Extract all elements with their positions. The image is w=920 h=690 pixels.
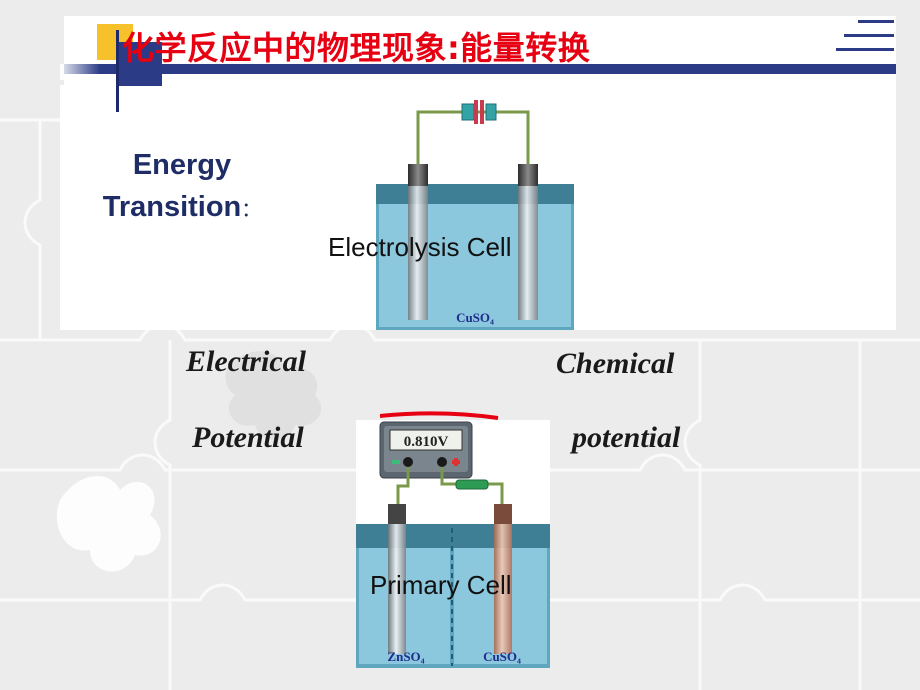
arrow-icon xyxy=(380,411,499,420)
voltmeter-reading: 0.810V xyxy=(404,434,449,450)
electrolysis-cell-diagram: CuSO₄ xyxy=(376,100,574,330)
resistor-icon xyxy=(455,479,489,490)
title-background xyxy=(64,16,896,86)
voltmeter: 0.810V xyxy=(379,421,473,479)
primary-cell-diagram: 0.810V ZnSO₄ CuSO₄ xyxy=(356,420,550,668)
title-accent-line xyxy=(116,30,119,112)
title-bar-fade xyxy=(60,64,100,80)
energy-word: Energy xyxy=(132,149,232,181)
transition-colon: ： xyxy=(241,199,262,221)
primary-cell-caption: Primary Cell xyxy=(370,570,512,600)
electrolysis-solution-label: CuSO₄ xyxy=(456,310,494,325)
electrolysis-cell-caption: Electrolysis Cell xyxy=(328,232,512,262)
potential-term-right: potential xyxy=(572,421,681,454)
menu-lines-icon xyxy=(836,20,894,51)
chemical-term: Chemical xyxy=(556,347,675,380)
battery-icon xyxy=(461,100,497,124)
copper-solution-label: CuSO₄ xyxy=(483,649,521,664)
energy-transition-label: Energy Transition： xyxy=(82,144,282,231)
primary-wire-left xyxy=(396,467,410,506)
electrical-term: Electrical xyxy=(186,345,306,378)
title-underline-bar xyxy=(64,64,896,74)
transition-word: Transition xyxy=(102,191,242,223)
potential-term: Potential xyxy=(192,421,304,454)
slide-title: 化学反应中的物理现象:能量转换 xyxy=(122,29,591,67)
transition-line: Transition： xyxy=(82,186,282,231)
zinc-solution-label: ZnSO₄ xyxy=(387,649,424,664)
